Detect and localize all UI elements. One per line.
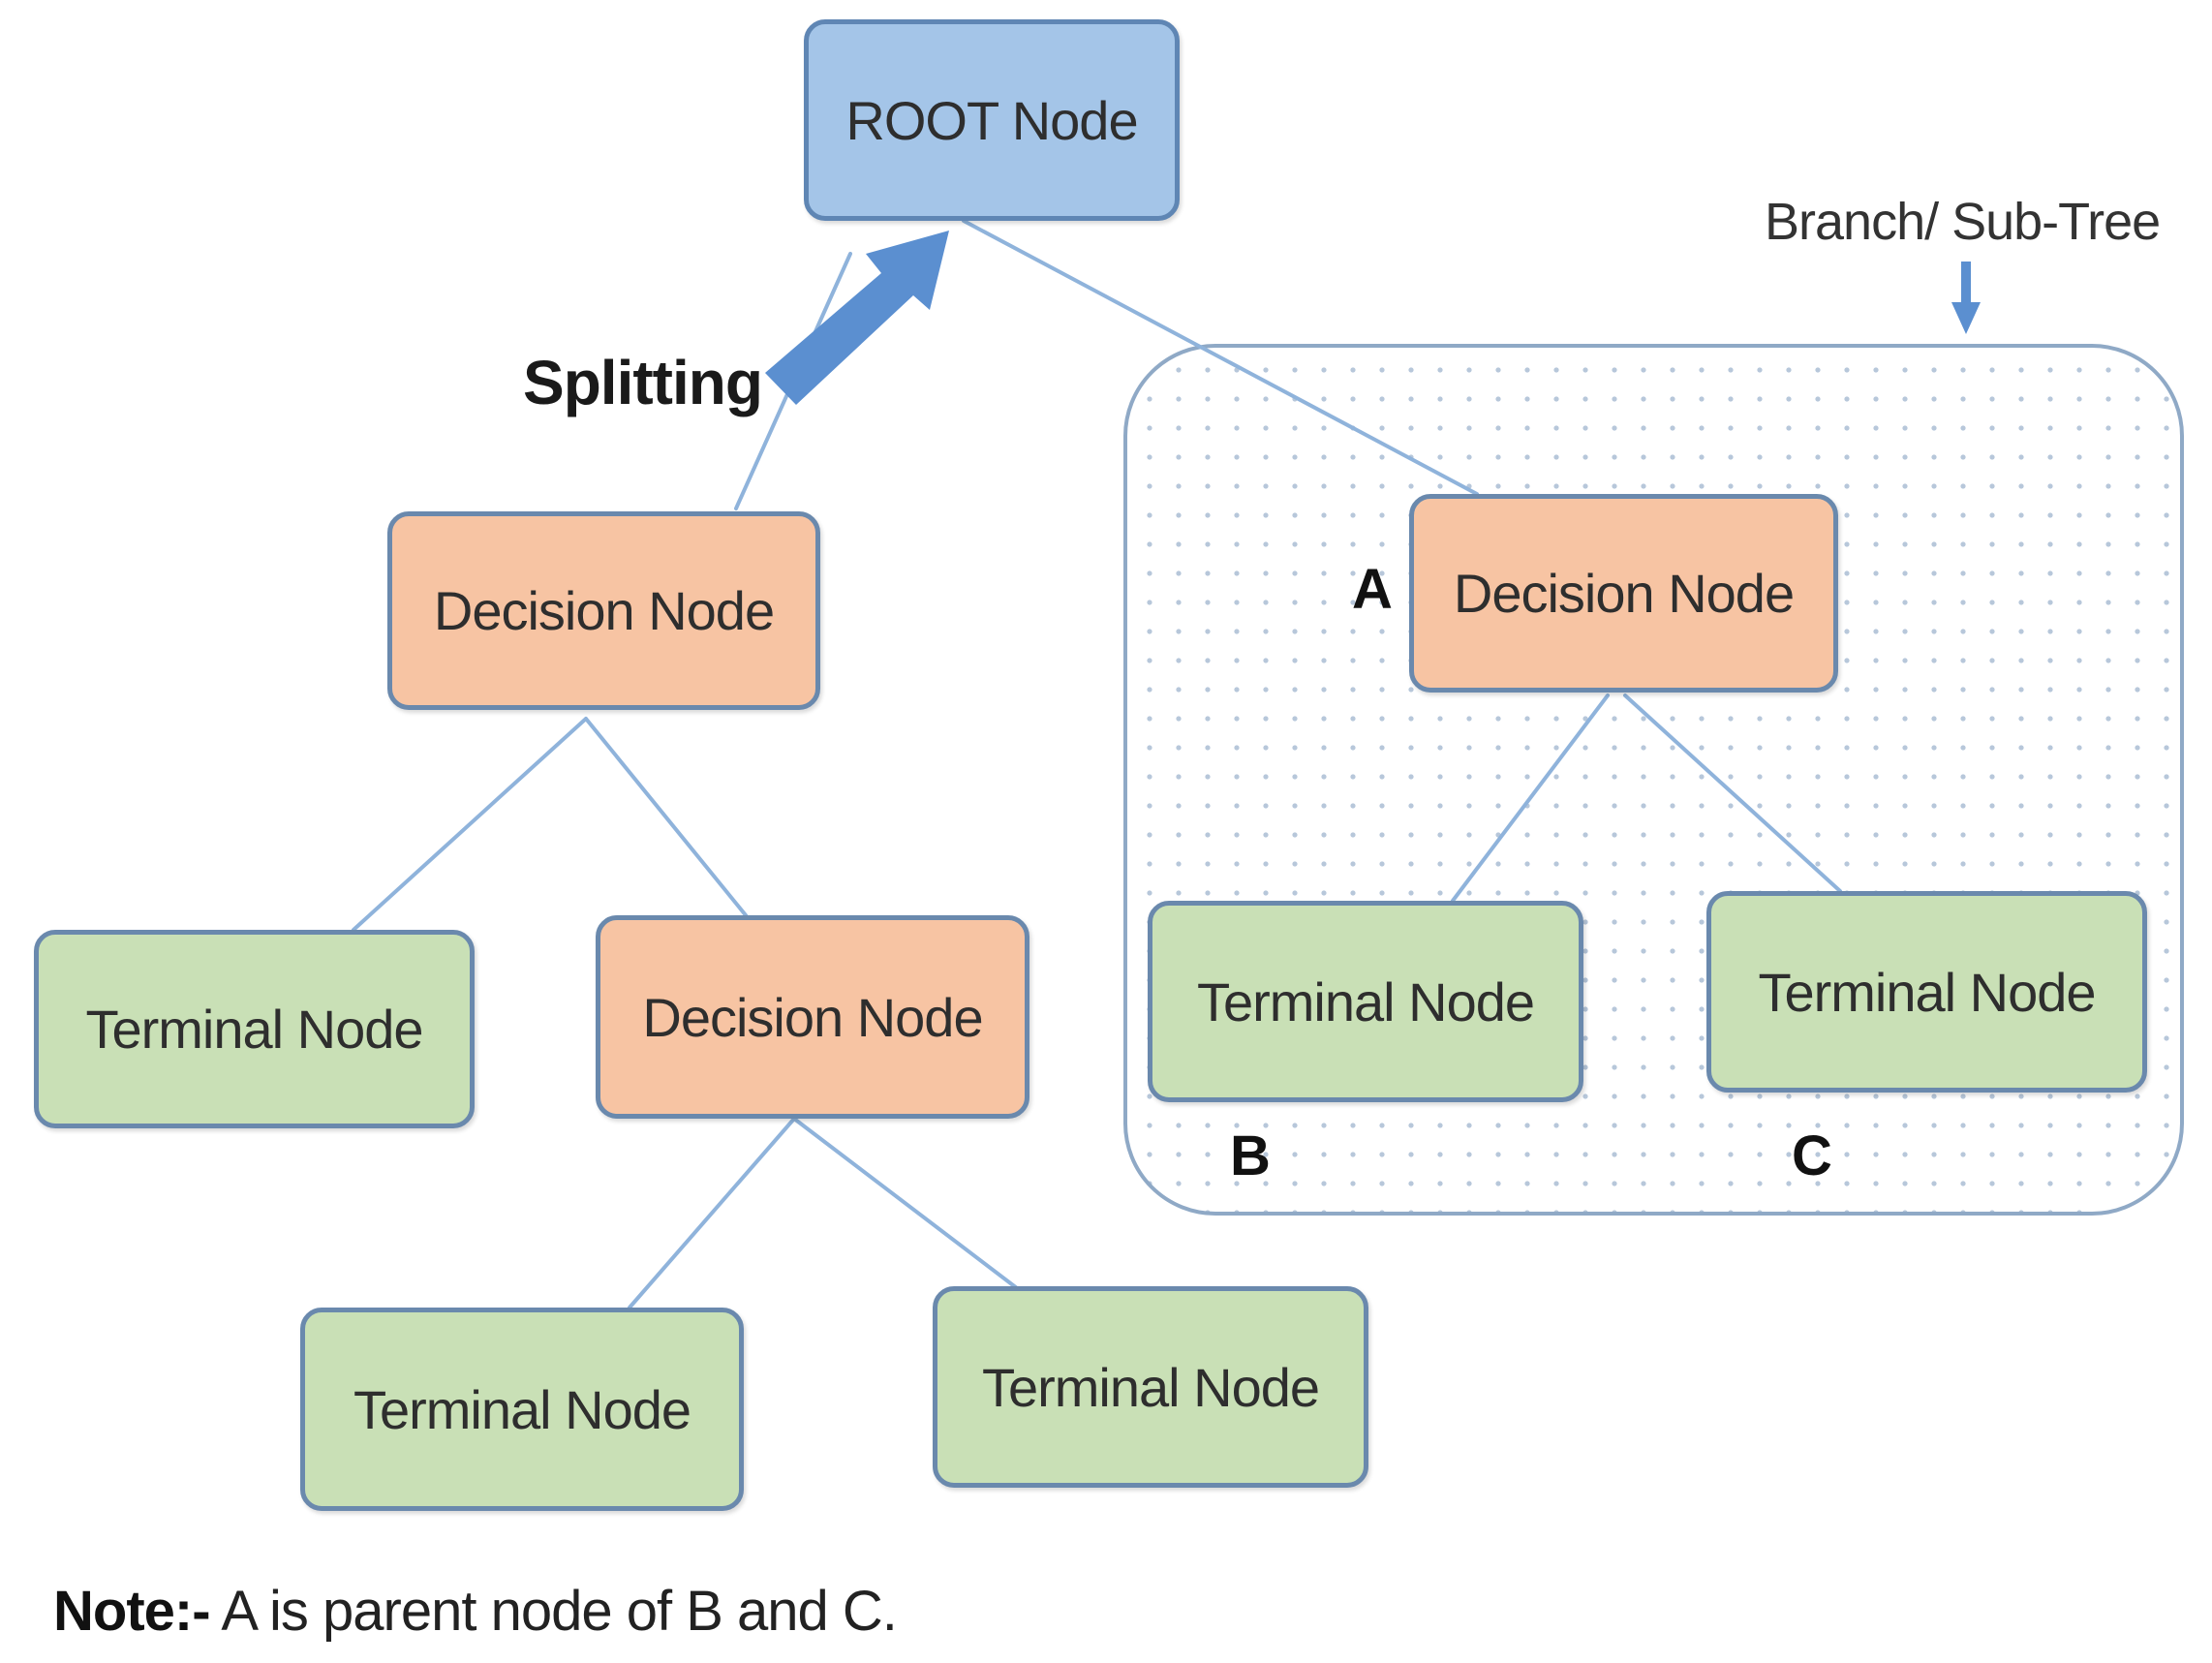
splitting-arrow xyxy=(765,231,949,405)
edge-root-to-decision-right xyxy=(962,219,1479,496)
terminal-node-left-label: Terminal Node xyxy=(85,999,423,1060)
edge-decision-right-to-terminal-c xyxy=(1623,693,1842,893)
terminal-node-b: Terminal Node xyxy=(1148,901,1583,1102)
root-node: ROOT Node xyxy=(804,19,1180,221)
terminal-node-b-label: Terminal Node xyxy=(1196,970,1535,1032)
root-node-label: ROOT Node xyxy=(845,89,1138,151)
note: Note:- A is parent node of B and C. xyxy=(53,1579,898,1644)
decision-node-left-label: Decision Node xyxy=(433,580,775,641)
decision-node-a-label: Decision Node xyxy=(1453,563,1795,624)
edge-decision-left-to-terminal-left xyxy=(352,717,588,932)
terminal-node-bottom-left-label: Terminal Node xyxy=(353,1378,691,1440)
edge-decision-lower-to-terminal-bottom-right xyxy=(792,1117,1019,1290)
label-c: C xyxy=(1792,1124,1832,1187)
note-text: A is parent node of B and C. xyxy=(209,1580,898,1643)
edge-decision-lower-to-terminal-bottom-left xyxy=(628,1117,796,1309)
terminal-node-left: Terminal Node xyxy=(34,930,475,1128)
terminal-node-bottom-right-label: Terminal Node xyxy=(981,1356,1320,1418)
decision-node-left: Decision Node xyxy=(387,511,820,710)
label-b: B xyxy=(1230,1124,1271,1187)
terminal-node-bottom-right: Terminal Node xyxy=(933,1286,1368,1488)
edge-decision-left-to-decision-lower xyxy=(584,717,748,917)
label-a: A xyxy=(1352,558,1393,621)
splitting-label: Splitting xyxy=(523,348,763,417)
note-key: Note:- xyxy=(53,1580,211,1643)
terminal-node-bottom-left: Terminal Node xyxy=(300,1308,744,1511)
branch-subtree-label: Branch/ Sub-Tree xyxy=(1765,193,2161,251)
edge-decision-right-to-terminal-b xyxy=(1451,693,1610,903)
decision-node-lower: Decision Node xyxy=(596,915,1029,1119)
branch-down-arrow xyxy=(1951,262,1981,334)
decision-node-a: Decision Node xyxy=(1409,494,1838,693)
terminal-node-c-label: Terminal Node xyxy=(1758,961,2096,1023)
terminal-node-c: Terminal Node xyxy=(1706,891,2147,1093)
decision-node-lower-label: Decision Node xyxy=(642,986,983,1048)
